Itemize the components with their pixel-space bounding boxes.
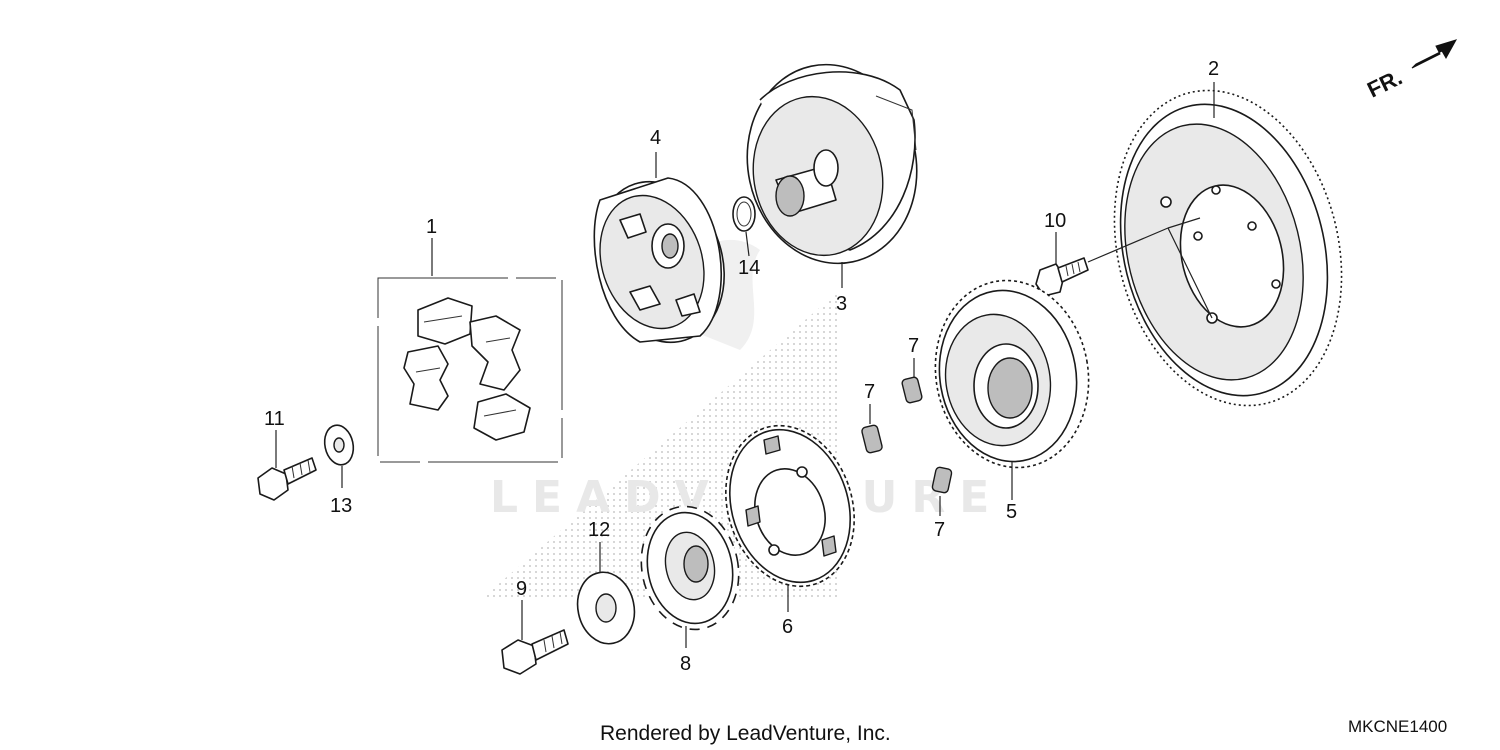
part-6-sprocket[interactable]	[706, 409, 875, 603]
part-9-bolt[interactable]	[501, 629, 569, 675]
callout-13: 13	[330, 495, 352, 517]
part-13-washer[interactable]	[321, 423, 357, 468]
rendered-by-credit: Rendered by LeadVenture, Inc.	[600, 722, 891, 745]
part-8-one-way-clutch[interactable]	[630, 497, 750, 638]
callout-7a: 7	[908, 335, 919, 357]
callout-1: 1	[426, 216, 437, 238]
callout-2: 2	[1208, 58, 1219, 80]
callout-11: 11	[264, 408, 285, 430]
callout-14: 14	[738, 257, 760, 279]
callout-7c: 7	[934, 519, 945, 541]
callout-7b: 7	[864, 381, 875, 403]
part-12-washer[interactable]	[571, 567, 641, 649]
callout-6: 6	[782, 616, 793, 638]
callout-12: 12	[588, 519, 610, 541]
part-2-driven-gear[interactable]	[1083, 66, 1374, 430]
part-14-o-ring[interactable]	[732, 196, 756, 232]
part-11-bolt[interactable]	[257, 457, 317, 501]
callout-labels: 1 2 3 4 5 6 7 7 7 8 9 10 11 12 13 14	[264, 58, 1219, 675]
leader-lines	[275, 82, 1215, 648]
callout-10: 10	[1044, 210, 1066, 232]
part-4-clutch-drum[interactable]	[576, 165, 745, 359]
diagram-code: MKCNE1400	[1348, 717, 1447, 736]
part-7-springs[interactable]	[861, 376, 953, 494]
callout-3: 3	[836, 293, 847, 315]
callout-4: 4	[650, 127, 661, 149]
front-direction-indicator: FR.	[1363, 39, 1458, 102]
callout-5: 5	[1006, 501, 1017, 523]
callout-9: 9	[516, 578, 527, 600]
front-arrow-icon	[1411, 39, 1458, 69]
front-label: FR.	[1363, 64, 1406, 102]
part-1-damper-rubbers[interactable]	[377, 277, 563, 463]
part-5-primary-gear[interactable]	[921, 268, 1103, 480]
part-10-bolt[interactable]	[1035, 257, 1089, 297]
callout-8: 8	[680, 653, 691, 675]
part-3-clutch-assembly[interactable]	[729, 49, 935, 280]
